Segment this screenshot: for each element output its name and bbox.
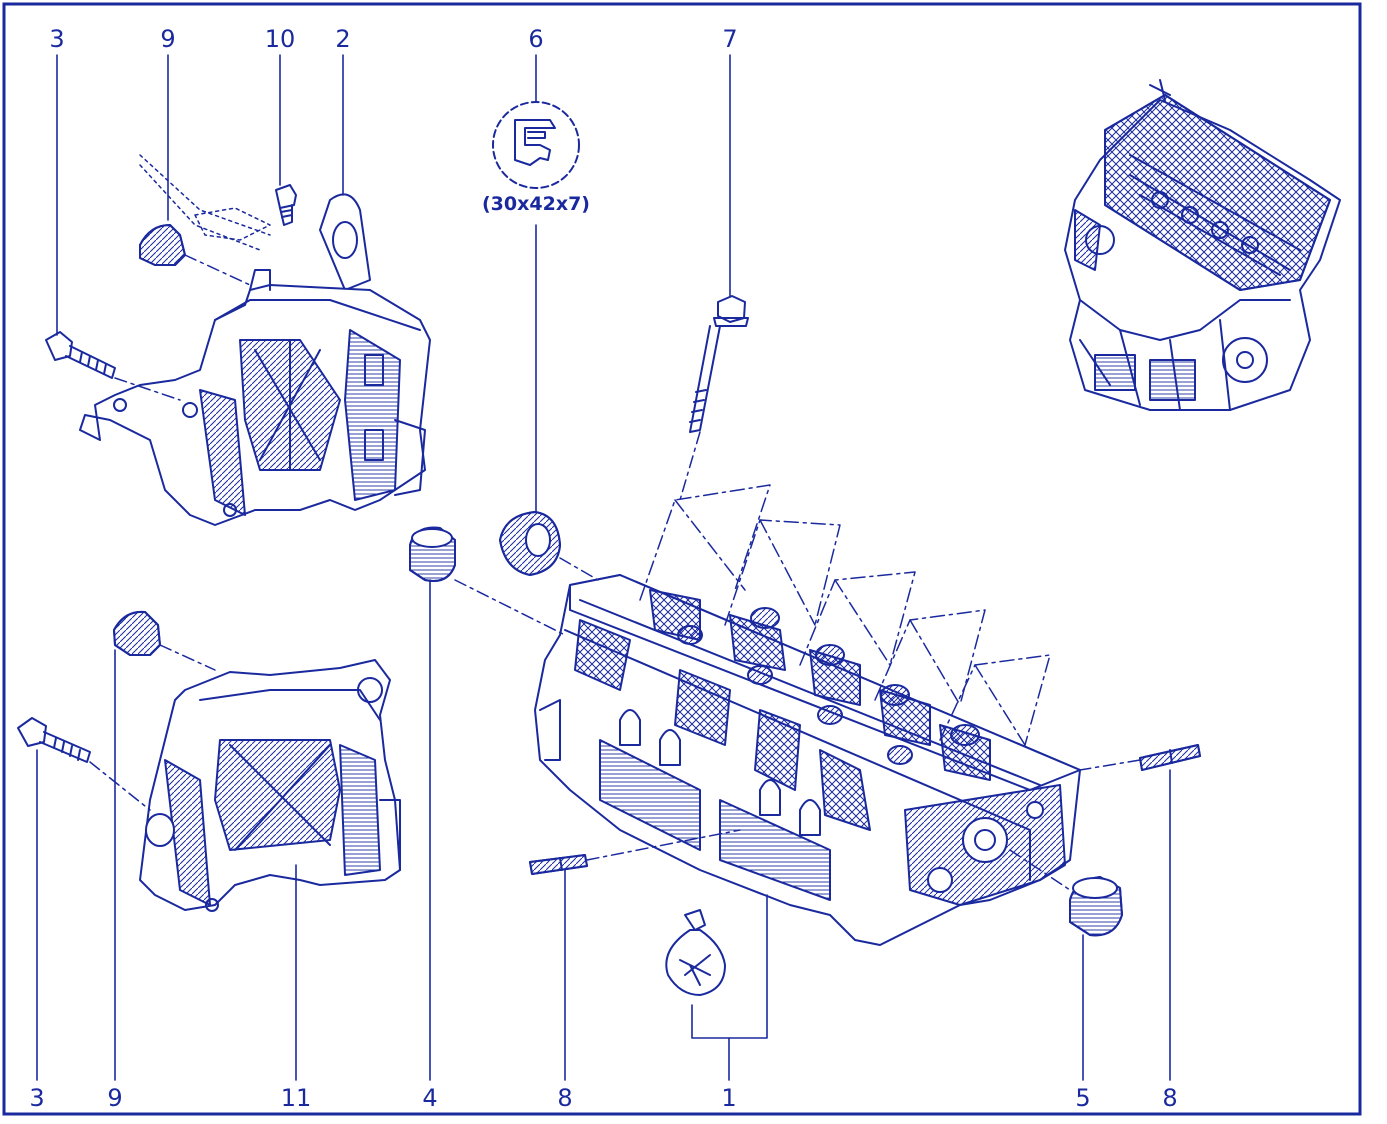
top-callouts: 3 9 10 2 6 7 (49, 25, 737, 53)
diagram-border (2, 2, 1362, 1116)
callout-10: 10 (265, 25, 296, 53)
callout-5: 5 (1075, 1084, 1090, 1112)
upper-engine-bracket (79, 193, 431, 526)
bottom-callouts: 3 9 11 4 8 1 5 8 (29, 1084, 1177, 1112)
callout-7: 7 (722, 25, 737, 53)
callout-9-bottom: 9 (107, 1084, 122, 1112)
oil-seal-6-illustration (499, 511, 561, 576)
callout-9-top: 9 (160, 25, 175, 53)
callout-2: 2 (335, 25, 350, 53)
bolt-3-lower-illustration (17, 717, 91, 763)
plug-4-illustration (409, 526, 456, 582)
callout-3-bottom: 3 (29, 1084, 44, 1112)
engine-assembly-illustration (1064, 79, 1341, 411)
callout-6: 6 (528, 25, 543, 53)
callout-8-right: 8 (1162, 1084, 1177, 1112)
grommet-9-lower-illustration (113, 610, 161, 656)
assembly-lines (89, 254, 1141, 891)
grommet-9-upper-illustration (139, 224, 186, 266)
callout-11: 11 (281, 1084, 312, 1112)
callout-1: 1 (721, 1084, 736, 1112)
cylinder-head-illustration (534, 574, 1081, 946)
leader-lines (36, 54, 1171, 1081)
bolt-10-illustration (275, 184, 297, 226)
seal-profile-detail (492, 101, 580, 189)
lower-engine-bracket (139, 659, 401, 912)
bolt-3-upper-illustration (45, 331, 116, 379)
bolt-position-guides (639, 484, 1051, 746)
stud-8-left-illustration (529, 854, 588, 875)
callout-3-top: 3 (49, 25, 64, 53)
plug-5-illustration (1069, 876, 1123, 937)
callout-4: 4 (422, 1084, 437, 1112)
callout-8-left: 8 (557, 1084, 572, 1112)
seal-dimension-label: (30x42x7) (482, 193, 590, 215)
fastener-bag-illustration (665, 909, 726, 996)
stud-8-right-illustration (1139, 744, 1201, 771)
head-bolt-7-illustration (689, 295, 749, 433)
